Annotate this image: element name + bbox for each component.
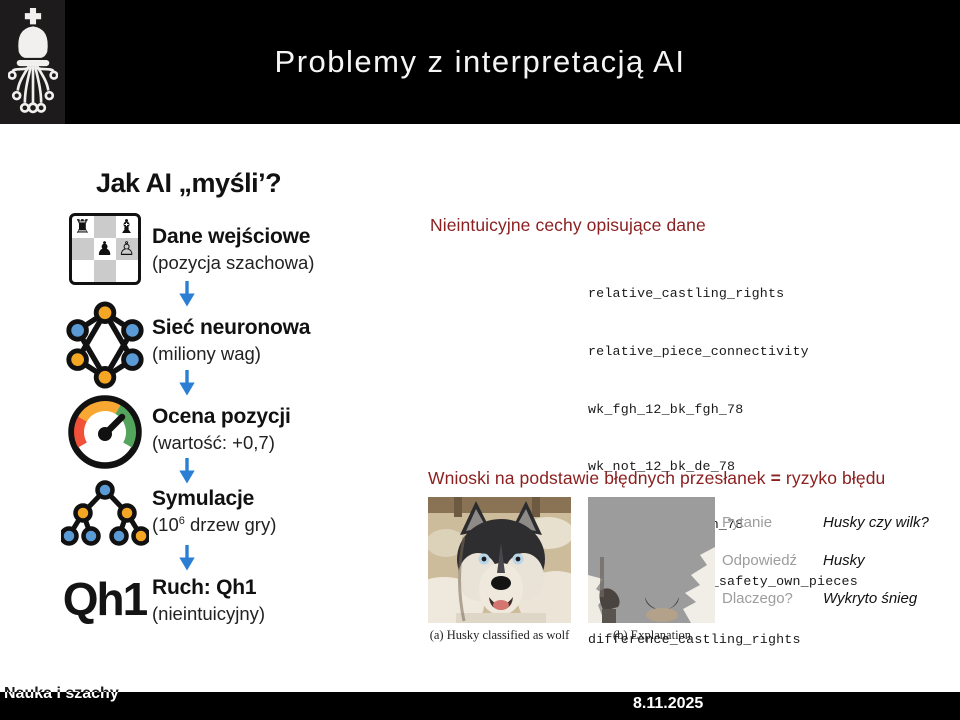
down-arrow-icon: [179, 458, 195, 484]
flow-step-evaluation: Ocena pozycji (wartość: +0,7): [57, 392, 291, 472]
logo: [0, 0, 65, 124]
footer-date: 8.11.2025: [633, 695, 704, 712]
explanation-image: [588, 497, 715, 623]
step-subtitle: (miliony wag): [152, 343, 261, 364]
flow-step-input: ♜ ♝ ♟ ♙ Dane wejściowe (pozycja szachowa…: [57, 213, 314, 285]
feature-item: relative_castling_rights: [588, 286, 785, 302]
step-subtitle: (106 drzew gry): [152, 514, 277, 535]
step-subtitle: (wartość: +0,7): [152, 432, 275, 453]
feature-item: wk_not_12_bk_de_78: [588, 459, 736, 475]
conclusion-heading: Wnioski na podstawie błędnych przesłanek…: [428, 468, 886, 488]
footer-bar: Nauka i szachy 8.11.2025: [0, 692, 960, 720]
board-square: [93, 216, 116, 238]
gauge-icon: [67, 395, 142, 469]
board-square: ♜: [73, 215, 92, 238]
board-square: ♟: [95, 237, 114, 260]
step-subtitle: (pozycja szachowa): [152, 252, 315, 273]
slide-title: Problemy z interpretacją AI: [274, 44, 686, 79]
husky-photo: [428, 497, 571, 623]
qa-label: Dlaczego?: [722, 590, 793, 607]
flow-heading: Jak AI „myśli’?: [96, 168, 282, 198]
qa-label: Pytanie: [722, 514, 773, 531]
tree-icon: [60, 480, 149, 546]
feature-item: difference_castling_rights: [588, 632, 801, 648]
feature-item: relative_piece_connectivity: [588, 344, 809, 360]
chess-king-neural-logo: [7, 8, 58, 114]
step-title: Dane wejściowe: [152, 225, 311, 248]
header-bar: Problemy z interpretacją AI: [0, 0, 960, 124]
move-text: Qh1: [62, 572, 148, 625]
chessboard-icon: ♜ ♝ ♟ ♙: [68, 213, 141, 285]
board-square: [116, 260, 138, 282]
board-square: [72, 260, 94, 282]
step-title: Ruch: Qh1: [152, 576, 257, 599]
neural-network-icon: [65, 301, 144, 389]
qa-value: Husky: [823, 552, 865, 569]
flow-step-simulations: Symulacje (106 drzew gry): [57, 480, 276, 546]
step-title: Ocena pozycji: [152, 405, 291, 428]
step-title: Symulacje: [152, 487, 255, 510]
down-arrow-icon: [179, 281, 195, 307]
footer-left-text: Nauka i szachy: [4, 692, 119, 702]
feature-item: wk_fgh_12_bk_fgh_78: [588, 401, 744, 417]
qa-value: Wykryto śnieg: [823, 590, 918, 607]
caption-a: (a) Husky classified as wolf: [429, 628, 570, 642]
board-square: [93, 260, 116, 282]
down-arrow-icon: [179, 545, 195, 571]
caption-b: (b) Explanation: [612, 628, 692, 642]
step-subtitle: (nieintuicyjny): [152, 603, 266, 624]
board-square: ♝: [117, 215, 136, 238]
features-heading: Nieintuicyjne cechy opisujące dane: [430, 215, 706, 235]
board-square: [71, 238, 94, 260]
flow-step-network: Sieć neuronowa (miliony wag): [57, 301, 310, 389]
qa-value: Husky czy wilk?: [823, 514, 929, 531]
flow-step-move: Qh1 Ruch: Qh1 (nieintuicyjny): [57, 572, 265, 625]
down-arrow-icon: [179, 370, 195, 396]
step-title: Sieć neuronowa: [152, 316, 311, 339]
board-square: ♙: [115, 238, 138, 260]
footer-left-text-top: Nauka i szachy: [0, 685, 300, 692]
qa-label: Odpowiedź: [722, 552, 798, 569]
